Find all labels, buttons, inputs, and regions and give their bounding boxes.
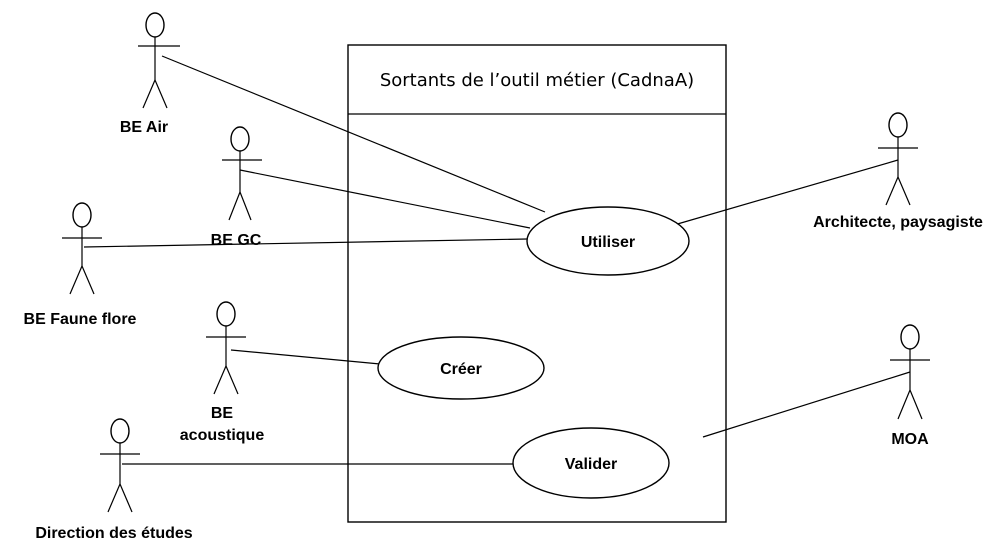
- association-be-acoustique-creer: [230, 349, 381, 365]
- association-architecte-utiliser: [673, 159, 899, 226]
- actor-label: Architecte, paysagiste: [813, 214, 983, 231]
- association-be-gc-utiliser: [239, 169, 531, 229]
- use-case-label: Valider: [565, 456, 617, 473]
- association-be-faune-flore-utiliser: [83, 238, 528, 248]
- actor-label: acoustique: [180, 427, 265, 444]
- use-case-valider: Valider: [512, 427, 670, 499]
- associations: [83, 55, 911, 465]
- stick-figure-icon: [62, 202, 102, 295]
- stick-figure-icon: [138, 12, 180, 109]
- stick-figure-icon: [878, 112, 918, 206]
- stick-figure-icon: [100, 418, 140, 513]
- stick-figure-icon: [890, 324, 930, 420]
- system-title: Sortants de l’outil métier (CadnaA): [380, 70, 694, 91]
- actor-label: Direction des études: [35, 525, 192, 542]
- use-case-utiliser: Utiliser: [526, 206, 690, 276]
- actor-moa: MOA: [890, 324, 930, 448]
- association-moa-valider: [702, 371, 911, 438]
- actor-be-acoustique: BE acoustique: [180, 301, 265, 444]
- actor-label: BE Air: [120, 119, 168, 136]
- association-be-air-utiliser: [161, 55, 546, 213]
- actor-be-faune-flore: BE Faune flore: [24, 202, 137, 328]
- stick-figure-icon: [222, 126, 262, 221]
- actor-label: BE: [211, 405, 234, 422]
- actor-direction-des-etudes: Direction des études: [35, 418, 193, 542]
- actor-be-gc: BE GC: [211, 126, 262, 249]
- stick-figure-icon: [206, 301, 246, 395]
- actor-label: BE Faune flore: [24, 311, 137, 328]
- actor-architecte-paysagiste: Architecte, paysagiste: [813, 112, 983, 231]
- actor-label: BE GC: [211, 232, 262, 249]
- actor-be-air: BE Air: [120, 12, 180, 136]
- use-case-creer: Créer: [377, 336, 545, 400]
- use-case-label: Utiliser: [581, 234, 635, 251]
- use-case-label: Créer: [440, 361, 482, 378]
- actor-label: MOA: [891, 431, 929, 448]
